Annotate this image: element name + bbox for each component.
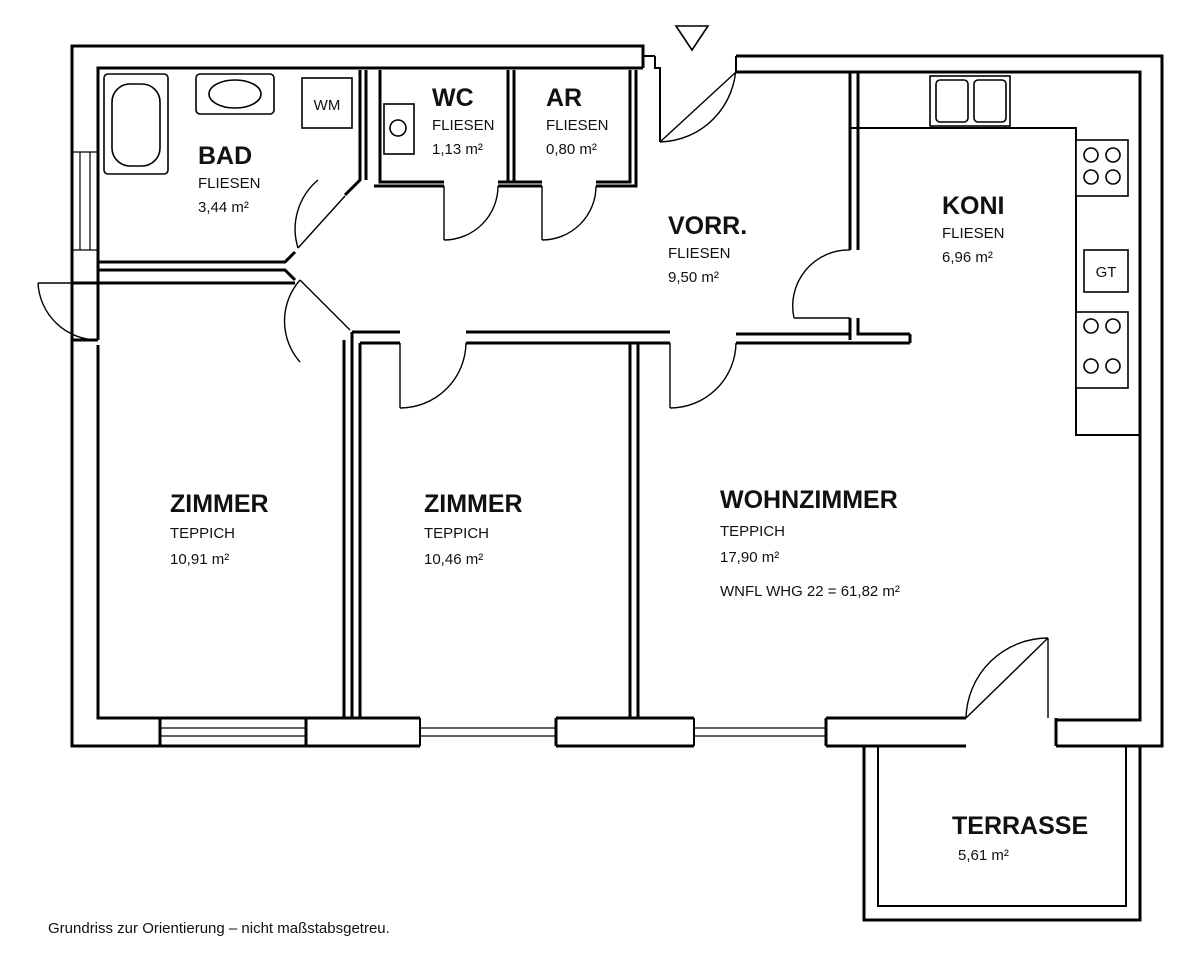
- bottom-windows: [160, 718, 826, 746]
- terrace-outline: [862, 746, 1142, 922]
- room-area: 1,13 m²: [432, 141, 483, 158]
- room-name: WC: [432, 84, 474, 112]
- room-floor: FLIESEN: [546, 117, 609, 134]
- exterior-walls: [70, 44, 1164, 748]
- room-bad: BAD FLIESEN 3,44 m²: [198, 142, 261, 216]
- room-name: WOHNZIMMER: [720, 486, 898, 514]
- room-floor: FLIESEN: [432, 117, 495, 134]
- room-name: TERRASSE: [952, 812, 1088, 840]
- oven-controls: [1075, 311, 1129, 389]
- room-floor: TEPPICH: [720, 523, 785, 540]
- room-vorr: VORR. FLIESEN 9,50 m²: [668, 212, 747, 286]
- caption: Grundriss zur Orientierung – nicht maßst…: [48, 920, 390, 937]
- room-area: 9,50 m²: [668, 269, 719, 286]
- room-floor: TEPPICH: [424, 525, 489, 542]
- room-name: BAD: [198, 142, 252, 170]
- room-area: 3,44 m²: [198, 199, 249, 216]
- doors: [37, 63, 1049, 719]
- room-area: 10,91 m²: [170, 551, 229, 568]
- room-area: 17,90 m²: [720, 549, 779, 566]
- room-floor: FLIESEN: [668, 245, 731, 262]
- washing-machine: WM: [301, 77, 353, 129]
- room-wc: WC FLIESEN 1,13 m²: [432, 84, 495, 158]
- room-floor: TEPPICH: [170, 525, 235, 542]
- total-area: WNFL WHG 22 = 61,82 m²: [720, 583, 900, 600]
- room-wohnzimmer: WOHNZIMMER TEPPICH 17,90 m² WNFL WHG 22 …: [720, 486, 900, 600]
- toilet: [383, 103, 415, 155]
- entrance-marker: [674, 25, 710, 52]
- room-area: 5,61 m²: [958, 847, 1009, 864]
- dryer: GT: [1083, 249, 1129, 293]
- washing-machine-label: WM: [314, 97, 341, 114]
- room-floor: FLIESEN: [942, 225, 1005, 242]
- room-zimmer-2: ZIMMER TEPPICH 10,46 m²: [424, 490, 523, 568]
- room-area: 10,46 m²: [424, 551, 483, 568]
- room-name: AR: [546, 84, 582, 112]
- room-koni: KONI FLIESEN 6,96 m²: [942, 192, 1005, 266]
- kitchen-counter: [850, 127, 1140, 436]
- bathtub: [103, 73, 169, 175]
- interior-walls: [72, 70, 912, 718]
- kitchen-sink: [929, 75, 1011, 127]
- room-name: KONI: [942, 192, 1005, 220]
- room-area: 0,80 m²: [546, 141, 597, 158]
- room-ar: AR FLIESEN 0,80 m²: [546, 84, 609, 158]
- dryer-label: GT: [1096, 264, 1117, 281]
- bathroom-sink: [195, 73, 275, 115]
- room-zimmer-1: ZIMMER TEPPICH 10,91 m²: [170, 490, 269, 568]
- room-name: ZIMMER: [424, 490, 523, 518]
- room-name: ZIMMER: [170, 490, 269, 518]
- room-terrasse: TERRASSE 5,61 m²: [952, 812, 1088, 864]
- room-name: VORR.: [668, 212, 747, 240]
- cooktop: [1075, 139, 1129, 197]
- room-area: 6,96 m²: [942, 249, 993, 266]
- room-floor: FLIESEN: [198, 175, 261, 192]
